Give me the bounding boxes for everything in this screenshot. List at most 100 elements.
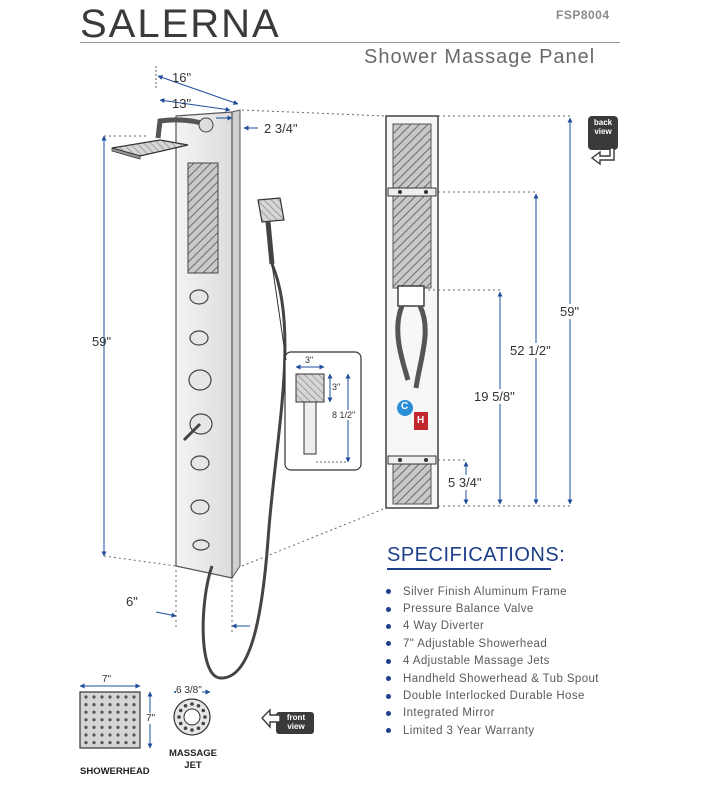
massage-jet-detail	[173, 689, 211, 736]
dim-base-offset: 6"	[126, 594, 138, 609]
nozzle-dot	[108, 718, 112, 722]
massage-jet-caption-line-2: JET	[184, 760, 202, 771]
spec-text: 4 Adjustable Massage Jets	[403, 655, 550, 668]
massage-jet-3-icon	[190, 455, 210, 471]
dim-jet-size: 6 3/8"	[176, 685, 202, 696]
dim-head-height: 3"	[332, 382, 341, 392]
nozzle-dot	[92, 710, 96, 714]
nozzle-dot	[108, 725, 112, 730]
nozzle-dot	[124, 718, 128, 722]
specifications-title: SPECIFICATIONS:	[387, 544, 566, 566]
nozzle-dot	[124, 741, 128, 745]
jet-nozzle-dot	[190, 702, 194, 706]
header-divider	[80, 42, 620, 43]
nozzle-dot	[116, 733, 120, 737]
jet-nozzle-dot	[203, 715, 207, 719]
spec-text: Limited 3 Year Warranty	[403, 724, 535, 737]
mirror	[187, 162, 219, 274]
nozzle-dot	[100, 710, 104, 714]
nozzle-dot	[116, 710, 120, 714]
showerhead-top-view	[79, 683, 153, 749]
jet-nozzle-dot	[196, 703, 201, 708]
bullet-icon	[386, 641, 391, 647]
massage-jet-4-icon	[190, 499, 210, 515]
jet-nozzle-dot	[178, 721, 183, 726]
nozzle-dot	[100, 733, 104, 737]
nozzle-dot	[108, 695, 112, 699]
dim-width-panel: 13"	[172, 96, 192, 111]
page-subtitle: Shower Massage Panel	[364, 46, 596, 68]
nozzle-dot	[100, 741, 104, 745]
nozzle-dot	[132, 733, 136, 737]
nozzle-dot	[92, 733, 96, 737]
model-number: FSP8004	[556, 8, 610, 22]
list-item: 7" Adjustable Showerhead	[386, 635, 599, 652]
front-view-badge-line-2: view	[287, 722, 305, 731]
front-view-badge-icon	[261, 708, 314, 734]
specifications-underline	[387, 568, 551, 570]
spec-text: Double Interlocked Durable Hose	[403, 690, 585, 703]
bullet-icon	[386, 728, 391, 734]
list-item: Handheld Showerhead & Tub Spout	[386, 670, 599, 687]
nozzle-dot	[100, 718, 104, 722]
nozzle-dot	[84, 733, 88, 737]
nozzle-dot	[132, 703, 136, 707]
list-item: 4 Adjustable Massage Jets	[386, 653, 599, 670]
bullet-icon	[386, 623, 391, 629]
nozzle-dot	[100, 703, 104, 707]
massage-jet-2-icon	[189, 330, 209, 346]
nozzle-dot	[132, 741, 136, 745]
bullet-icon	[386, 606, 391, 612]
hot-inlet-icon	[414, 412, 428, 430]
nozzle-dot	[84, 725, 88, 730]
back-panel	[385, 115, 439, 509]
front-view-badge: front view	[280, 713, 312, 731]
dim-back-valve: 19 5/8"	[474, 389, 515, 404]
nozzle-dot	[84, 718, 88, 722]
nozzle-dot	[116, 718, 120, 722]
list-item: Limited 3 Year Warranty	[386, 722, 599, 739]
nozzle-dot	[132, 695, 136, 699]
nozzle-dot	[124, 695, 128, 699]
list-item: Integrated Mirror	[386, 705, 599, 722]
dim-showerhead-width: 7"	[102, 674, 112, 685]
nozzle-dot	[92, 741, 96, 745]
back-view-badge-line-2: view	[594, 127, 612, 136]
list-item: Pressure Balance Valve	[386, 600, 599, 617]
nozzle-dot	[124, 733, 128, 737]
nozzle-dot	[92, 718, 96, 722]
dim-back-height: 59"	[560, 304, 580, 319]
dim-depth: 2 3/4"	[264, 121, 298, 136]
handheld-showerhead-icon	[257, 197, 285, 223]
nozzle-dot	[124, 710, 128, 714]
jet-nozzle-dot	[183, 703, 188, 708]
front-panel	[111, 109, 287, 680]
nozzle-dot	[108, 733, 112, 737]
list-item: Double Interlocked Durable Hose	[386, 687, 599, 704]
nozzle-dot	[124, 725, 128, 730]
front-view-badge-line-1: front	[286, 713, 306, 722]
nozzle-dot	[108, 703, 112, 707]
back-view-badge-line-1: back	[593, 118, 613, 127]
tub-spout-icon	[192, 539, 210, 551]
back-view-badge: back view	[590, 118, 616, 136]
spec-text: 4 Way Diverter	[403, 620, 485, 633]
nozzle-dot	[124, 703, 128, 707]
nozzle-dot	[84, 710, 88, 714]
jet-nozzle-dot	[178, 708, 183, 713]
showerhead-caption: SHOWERHEAD	[80, 766, 150, 777]
bullet-icon	[386, 589, 391, 595]
nozzle-dot	[108, 741, 112, 745]
bullet-icon	[386, 676, 391, 682]
spec-text: Pressure Balance Valve	[403, 603, 534, 616]
specifications-list: Silver Finish Aluminum Frame Pressure Ba…	[386, 583, 599, 740]
nozzle-dot	[116, 725, 120, 730]
nozzle-dot	[84, 703, 88, 707]
nozzle-dot	[116, 703, 120, 707]
hot-label: H	[417, 415, 425, 426]
diverter-knob-icon	[188, 369, 212, 391]
dim-height: 59"	[92, 334, 112, 349]
dim-width-total: 16"	[172, 70, 192, 85]
nozzle-dot	[108, 710, 112, 714]
